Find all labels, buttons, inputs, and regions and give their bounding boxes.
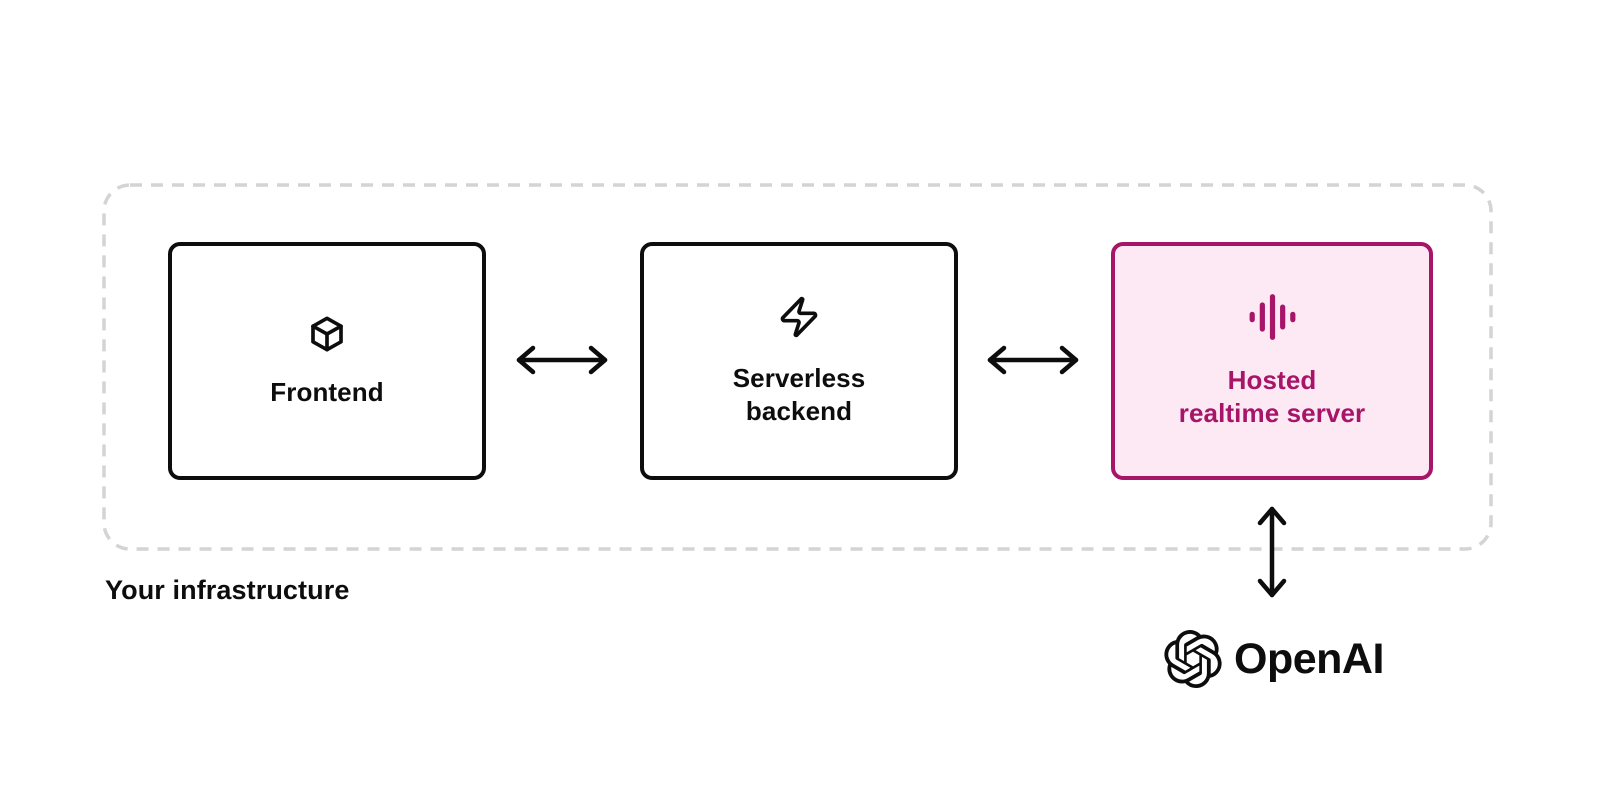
audio-waveform-icon xyxy=(1249,294,1295,340)
node-label: Frontend xyxy=(270,376,384,407)
openai-wordmark: OpenAI xyxy=(1234,634,1384,683)
node-serverless-backend: Serverless backend xyxy=(640,242,958,480)
node-label: Serverless backend xyxy=(732,363,866,426)
arrow-frontend-backend xyxy=(516,345,608,375)
node-label: Hosted realtime server xyxy=(1178,365,1366,428)
infrastructure-label: Your infrastructure xyxy=(105,575,350,605)
openai-brand: OpenAI xyxy=(1164,629,1384,689)
arrow-realtime-openai xyxy=(1257,506,1287,598)
infrastructure-boundary xyxy=(102,183,1493,551)
node-hosted-realtime-server: Hosted realtime server xyxy=(1111,242,1433,480)
lightning-bolt-icon xyxy=(780,296,818,338)
arrow-backend-realtime xyxy=(987,345,1079,375)
node-frontend: Frontend xyxy=(168,242,486,480)
openai-logo-icon xyxy=(1164,630,1222,688)
cube-icon xyxy=(311,316,343,351)
